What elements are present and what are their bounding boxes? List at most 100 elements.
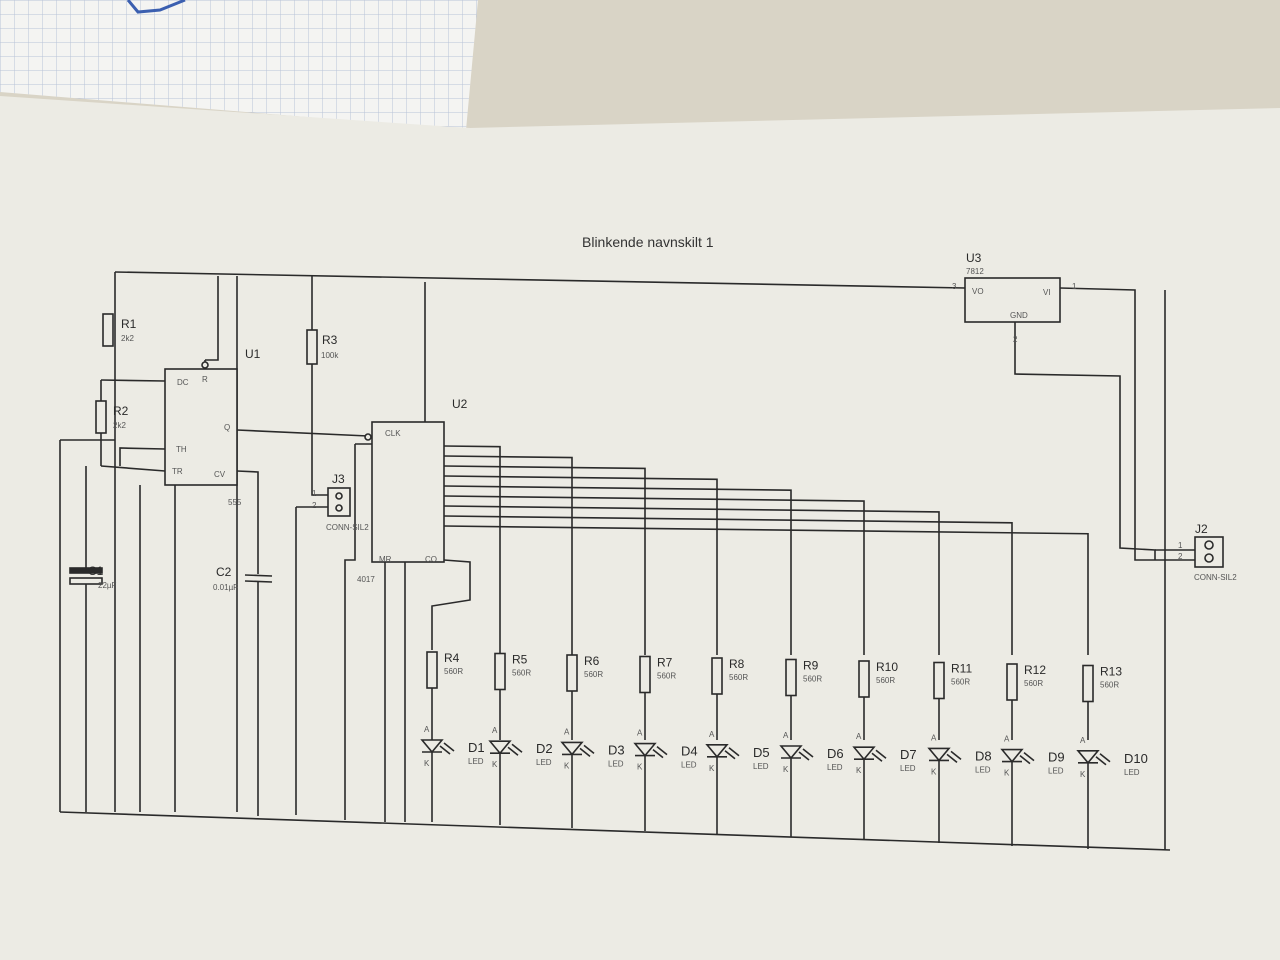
led-ray-b-6 bbox=[802, 748, 814, 758]
j3-pin2 bbox=[335, 504, 343, 512]
led-resistor-ref: R12 bbox=[1024, 663, 1046, 677]
r1-value: 2k2 bbox=[121, 334, 134, 343]
led-resistor-6 bbox=[785, 658, 797, 697]
u2-part: 4017 bbox=[357, 575, 375, 584]
j2-ref: J2 bbox=[1195, 522, 1208, 536]
led-9 bbox=[1000, 748, 1024, 763]
led-resistor-ref: R9 bbox=[803, 659, 819, 673]
j3-body bbox=[327, 487, 351, 517]
led-resistor-ref: R8 bbox=[729, 657, 745, 671]
q8-wire bbox=[443, 515, 1013, 655]
led-resistor-ref: R10 bbox=[876, 660, 898, 674]
led-4 bbox=[633, 742, 657, 757]
led-value: LED bbox=[1124, 768, 1140, 777]
led-ray-b-5 bbox=[728, 747, 740, 757]
led-anode-label: A bbox=[564, 727, 570, 736]
led-resistor-value: 560R bbox=[803, 675, 822, 684]
led-5 bbox=[705, 743, 729, 759]
u1-pin-dc: DC bbox=[177, 378, 189, 387]
led-cathode-label: K bbox=[856, 766, 862, 775]
q3-wire bbox=[443, 465, 646, 655]
schematic-title: Blinkende navnskilt 1 bbox=[582, 234, 714, 250]
led-resistor-ref: R5 bbox=[512, 653, 528, 667]
u3-pin-2: 2 bbox=[1013, 335, 1018, 344]
u2-pin-co: CO bbox=[425, 555, 437, 564]
led-ray-b-2 bbox=[511, 743, 523, 753]
u2-ref: U2 bbox=[452, 397, 468, 411]
led-ray-a-9 bbox=[1019, 754, 1031, 765]
led-ray-a-8 bbox=[946, 753, 958, 764]
led-cathode-label: K bbox=[783, 765, 789, 774]
led-resistor-value: 560R bbox=[729, 673, 748, 682]
led-labels: R4560RD1LEDAKR5560RD2LEDAKR6560RD3LEDAKR… bbox=[424, 651, 1148, 779]
led-2 bbox=[488, 740, 512, 755]
led-value: LED bbox=[900, 764, 916, 773]
led-3 bbox=[560, 741, 584, 756]
led-resistor-value: 560R bbox=[512, 669, 531, 678]
led-ray-a-6 bbox=[798, 751, 810, 761]
led-ray-b-10 bbox=[1099, 753, 1111, 763]
u3-pin-1: 1 bbox=[1072, 282, 1077, 291]
dc-wire bbox=[100, 379, 166, 382]
cv-wire bbox=[236, 470, 259, 574]
j2-pin1 bbox=[1204, 540, 1214, 550]
led-ref: D3 bbox=[608, 742, 625, 757]
led-resistor-value: 560R bbox=[951, 678, 970, 687]
led-resistor-value: 560R bbox=[1100, 681, 1119, 690]
led-resistor-ref: R7 bbox=[657, 656, 673, 670]
r3-to-j3-wire bbox=[311, 364, 328, 496]
u3-pin-vo: VO bbox=[972, 287, 984, 296]
led-anode-label: A bbox=[1080, 736, 1086, 745]
led-cathode-label: K bbox=[1004, 769, 1010, 778]
led-ref: D10 bbox=[1124, 751, 1148, 766]
led-ray-b-7 bbox=[875, 749, 887, 759]
c2-plate-b bbox=[244, 580, 273, 583]
u1-pin-tr: TR bbox=[172, 467, 183, 476]
j3-value: CONN-SIL2 bbox=[326, 523, 369, 532]
u1-part: 555 bbox=[228, 498, 242, 507]
j2-pin-1: 1 bbox=[1178, 541, 1183, 550]
led-resistor-ref: R11 bbox=[951, 662, 972, 676]
blue-mark bbox=[126, 0, 186, 14]
c2-plate-a bbox=[244, 574, 273, 577]
led-ref: D7 bbox=[900, 747, 917, 762]
led-resistor-value: 560R bbox=[584, 670, 603, 679]
r2-resistor bbox=[95, 400, 107, 434]
led-ray-b-9 bbox=[1023, 751, 1035, 762]
u2-pin-clk: CLK bbox=[385, 429, 401, 438]
led-resistor-value: 560R bbox=[657, 672, 676, 681]
led-resistor-ref: R6 bbox=[584, 654, 600, 668]
c2-ref: C2 bbox=[216, 565, 232, 579]
tr-wire bbox=[100, 465, 166, 472]
c1-value: 22µF bbox=[98, 581, 117, 590]
led-anode-label: A bbox=[492, 726, 498, 735]
led-6 bbox=[779, 745, 803, 760]
q2-wire bbox=[443, 455, 573, 655]
led-ref: D9 bbox=[1048, 750, 1065, 765]
u1-555-timer: U1 555 DC TH TR CV Q R bbox=[172, 347, 261, 507]
c1-ref: C1 bbox=[88, 564, 104, 578]
ground-rail bbox=[59, 811, 1171, 851]
led-cathode-label: K bbox=[709, 764, 715, 773]
led-cathode-label: K bbox=[637, 763, 643, 772]
q7-wire bbox=[443, 505, 940, 655]
u3-7812-regulator: U3 7812 VO VI GND 3 1 2 bbox=[952, 251, 1077, 344]
led-ref: D8 bbox=[975, 748, 992, 763]
j3-pin1 bbox=[335, 492, 343, 500]
led-resistor-ref: R4 bbox=[444, 651, 460, 665]
th-wire bbox=[119, 447, 166, 466]
led-resistor-value: 560R bbox=[1024, 679, 1043, 688]
led-resistor-9 bbox=[1006, 663, 1018, 701]
r3-resistor bbox=[306, 329, 318, 365]
led-value: LED bbox=[827, 763, 843, 772]
led-anode-label: A bbox=[637, 729, 643, 738]
u2-clk-bubble bbox=[364, 433, 372, 441]
led-ray-a-3 bbox=[579, 747, 591, 758]
j2-pin-2: 2 bbox=[1178, 552, 1183, 561]
q4-wire bbox=[443, 475, 718, 655]
u1-body bbox=[164, 368, 238, 486]
led-cathode-label: K bbox=[564, 761, 570, 770]
led-value: LED bbox=[1048, 767, 1064, 776]
u2-4017-counter: U2 4017 CLK MR CO bbox=[357, 397, 468, 584]
